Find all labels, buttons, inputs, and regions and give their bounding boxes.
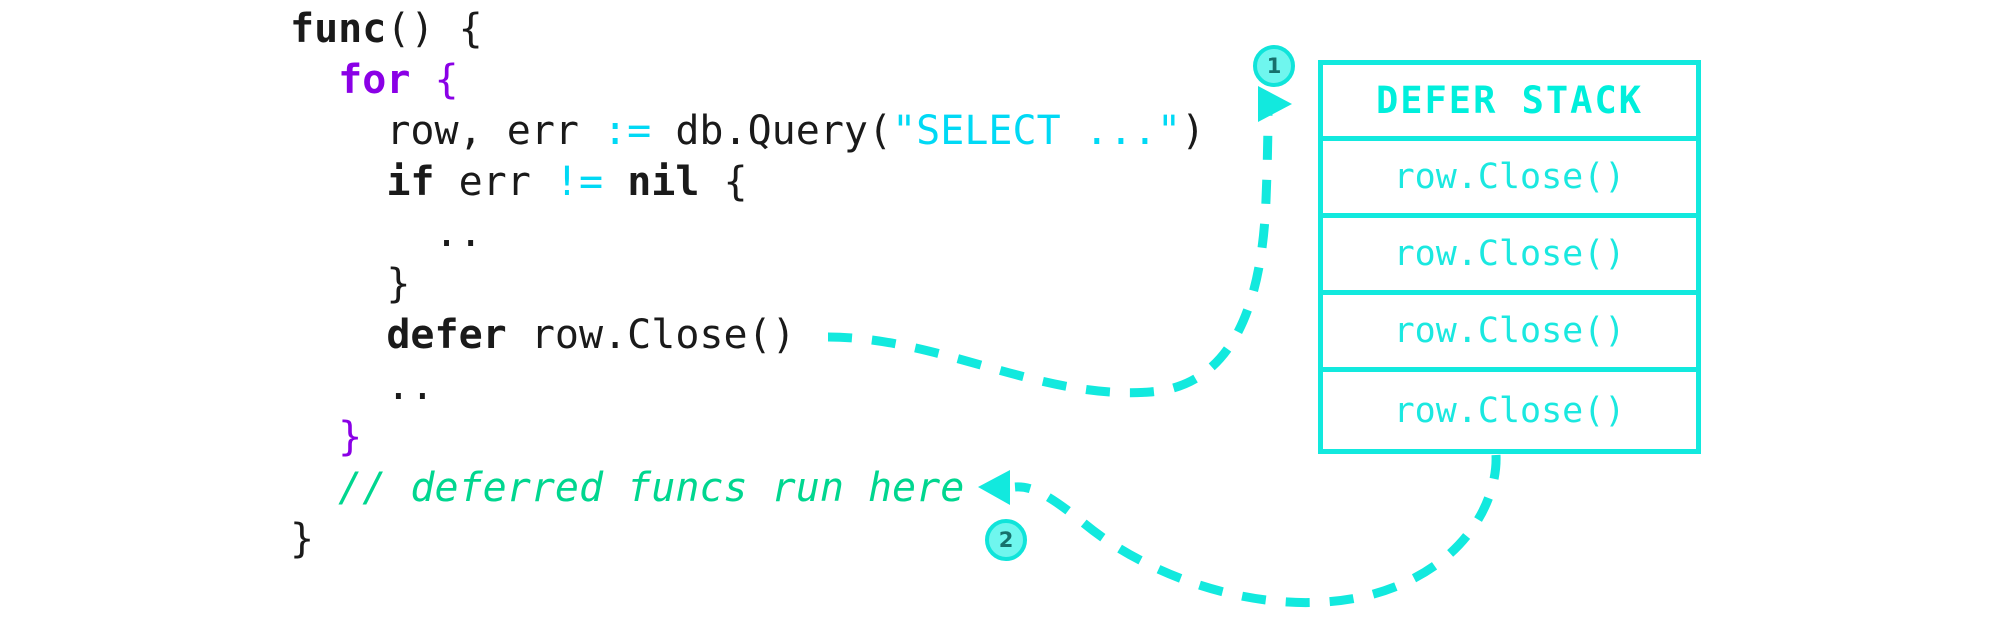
step-badge-1: 1 xyxy=(1253,45,1295,87)
code-token: } xyxy=(386,261,411,307)
code-indent xyxy=(290,363,386,409)
defer-stack-entry: row.Close() xyxy=(1393,390,1626,431)
code-token: .. xyxy=(434,210,483,256)
code-token: err xyxy=(434,159,555,205)
defer-stack-header: DEFER STACK xyxy=(1323,65,1696,141)
code-token: } xyxy=(290,516,315,562)
code-token: row.Close() xyxy=(506,312,796,358)
code-token: .. xyxy=(386,363,435,409)
code-token: nil xyxy=(627,159,700,205)
code-token: defer xyxy=(386,312,507,358)
code-line: if err != nil { xyxy=(290,157,1205,208)
code-indent xyxy=(290,312,386,358)
code-line: for { xyxy=(290,55,1205,106)
code-token: () { xyxy=(386,6,483,52)
code-token: "SELECT ..." xyxy=(892,108,1182,154)
code-token xyxy=(410,57,434,103)
code-indent xyxy=(290,414,338,460)
code-token xyxy=(603,159,627,205)
code-token: // deferred funcs run here xyxy=(338,465,965,511)
defer-stack-entry: row.Close() xyxy=(1323,218,1696,295)
code-token: func xyxy=(290,6,387,52)
code-block: func() { for { row, err := db.Query("SEL… xyxy=(290,4,1205,565)
code-token: != xyxy=(554,159,604,205)
code-indent xyxy=(290,210,435,256)
code-token: row, err xyxy=(386,108,604,154)
code-token: for xyxy=(338,57,411,103)
code-token: { xyxy=(699,159,748,205)
code-line: .. xyxy=(290,361,1205,412)
code-line: } xyxy=(290,514,1205,565)
code-token: } xyxy=(338,414,363,460)
code-token: db.Query( xyxy=(651,108,893,154)
code-line: func() { xyxy=(290,4,1205,55)
code-token: := xyxy=(603,108,652,154)
defer-stack-table: DEFER STACK row.Close() row.Close() row.… xyxy=(1318,60,1701,454)
code-token: ) xyxy=(1181,108,1206,154)
code-indent xyxy=(290,57,338,103)
code-indent xyxy=(290,465,338,511)
defer-stack-entry: row.Close() xyxy=(1323,141,1696,218)
code-line: defer row.Close() xyxy=(290,310,1205,361)
code-indent xyxy=(290,108,386,154)
step-badge-2: 2 xyxy=(985,519,1027,561)
code-line: row, err := db.Query("SELECT ...") xyxy=(290,106,1205,157)
defer-stack-entry: row.Close() xyxy=(1323,295,1696,372)
code-indent xyxy=(290,159,386,205)
code-indent xyxy=(290,261,386,307)
code-token: { xyxy=(434,57,459,103)
code-token: if xyxy=(386,159,435,205)
code-line: .. xyxy=(290,208,1205,259)
code-line: } xyxy=(290,259,1205,310)
code-line: } xyxy=(290,412,1205,463)
code-line: // deferred funcs run here xyxy=(290,463,1205,514)
